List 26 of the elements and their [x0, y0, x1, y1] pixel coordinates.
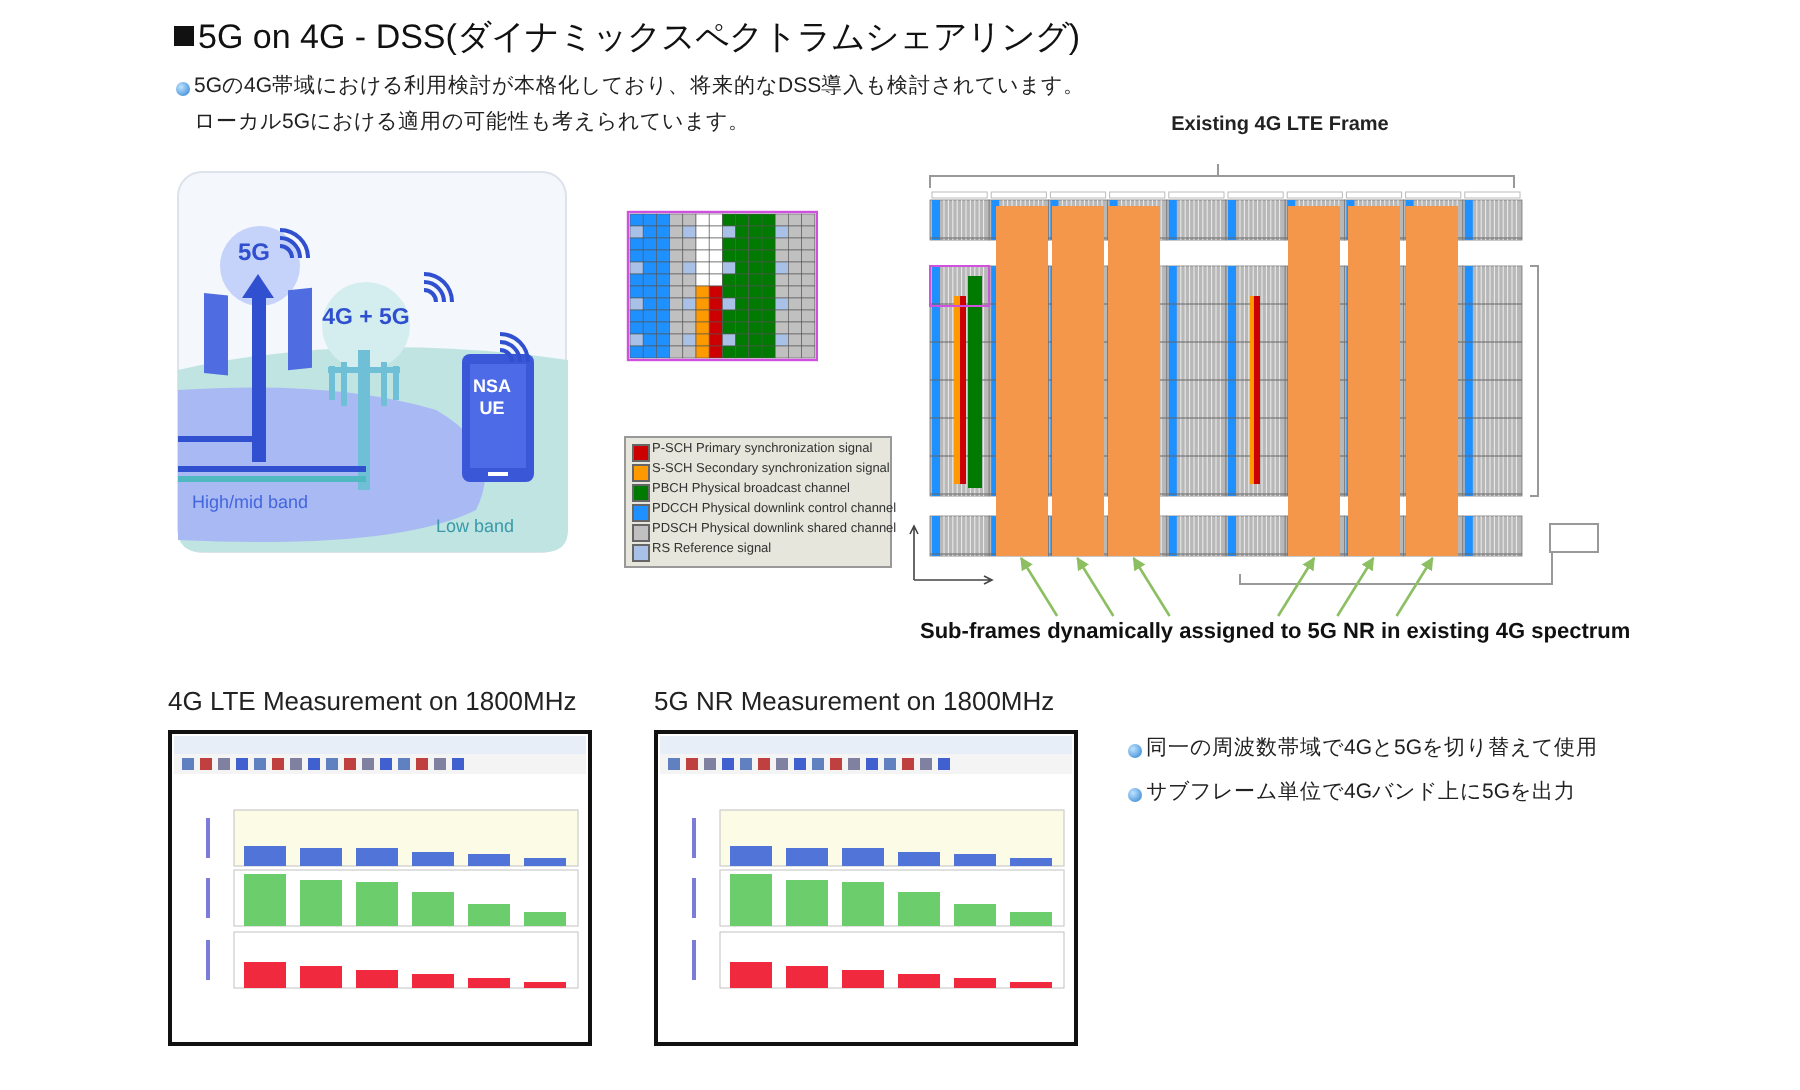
bullet-text: サブフレーム単位で4Gバンド上に5Gを出力 [1146, 780, 1579, 806]
screenshot-heading: 5G NR Measurement on 1800MHz [654, 686, 1057, 718]
screenshot-heading: 4G LTE Measurement on 1800MHz [168, 686, 579, 718]
arrow [1076, 556, 1115, 617]
arrow [1336, 556, 1375, 617]
tower-label: 4G + 5G [320, 306, 412, 334]
subframe-bar [1288, 206, 1341, 556]
arrow [1020, 556, 1059, 617]
frame-heading: Existing 4G LTE Frame [1169, 114, 1391, 138]
subframe-bar [1406, 206, 1459, 556]
arrow [1277, 556, 1316, 617]
arrow [1395, 556, 1434, 617]
arrow [1132, 556, 1171, 617]
title: 5G on 4G - DSS(ダイナミックスペクトラムシェアリング) [198, 16, 1081, 60]
band-label: High/mid band [192, 492, 311, 514]
bullet-text: 5Gの4G帯域における利用検討が本格化しており、将来的なDSS導入も検討されています。 [194, 74, 1088, 100]
caption-text: Sub-frames dynamically assigned to 5G NR in existing 4G spectrum [920, 620, 1630, 656]
bullet-text: ローカル5Gにおける適用の可能性も考えられています。 [194, 110, 753, 136]
subframe-bar [995, 206, 1048, 556]
tower-label: 5G [235, 238, 272, 267]
device-label: NSA UE [470, 376, 513, 420]
subframe-bar [1107, 206, 1160, 556]
subframe-bar [1051, 206, 1104, 556]
bullet-text: 同一の周波数帯域で4Gと5Gを切り替えて使用 [1146, 736, 1601, 762]
band-label: Low band [436, 516, 517, 538]
subframe-bar [1347, 206, 1400, 556]
